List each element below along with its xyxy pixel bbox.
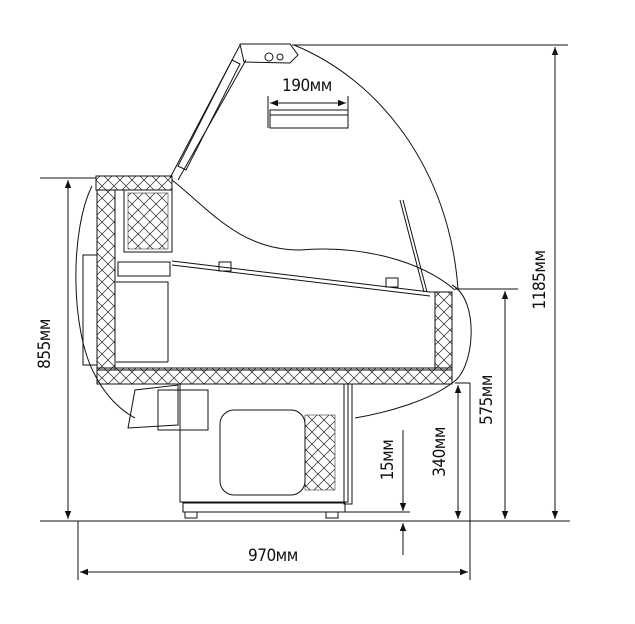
- dim-depth: 970мм: [248, 546, 298, 566]
- dim-base-height: 340мм: [430, 427, 450, 477]
- condenser: [304, 414, 336, 491]
- compressor: [219, 409, 306, 496]
- dim-shelf-depth: 190мм: [282, 76, 332, 96]
- dim-deck-height: 575мм: [477, 375, 497, 425]
- top-shelf: [269, 109, 349, 129]
- dimension-lines: [40, 44, 570, 580]
- control-box: [127, 384, 179, 429]
- dim-counter-height: 855мм: [35, 319, 55, 369]
- front-insulation: [434, 291, 453, 371]
- glass-front-arc: [293, 44, 459, 291]
- evaporator: [123, 189, 173, 253]
- cabinet: [75, 43, 472, 519]
- rear-handle: [82, 254, 98, 366]
- top-light: [239, 43, 299, 64]
- front-panel: [354, 284, 472, 419]
- top-insulation: [95, 175, 173, 191]
- dim-clearance: 15мм: [378, 439, 398, 481]
- rear-panel: [75, 185, 136, 419]
- machine-compartment: [179, 383, 349, 503]
- rear-insulation: [96, 189, 116, 371]
- dim-total-height: 1185мм: [530, 250, 550, 310]
- glass-curve: [171, 179, 456, 291]
